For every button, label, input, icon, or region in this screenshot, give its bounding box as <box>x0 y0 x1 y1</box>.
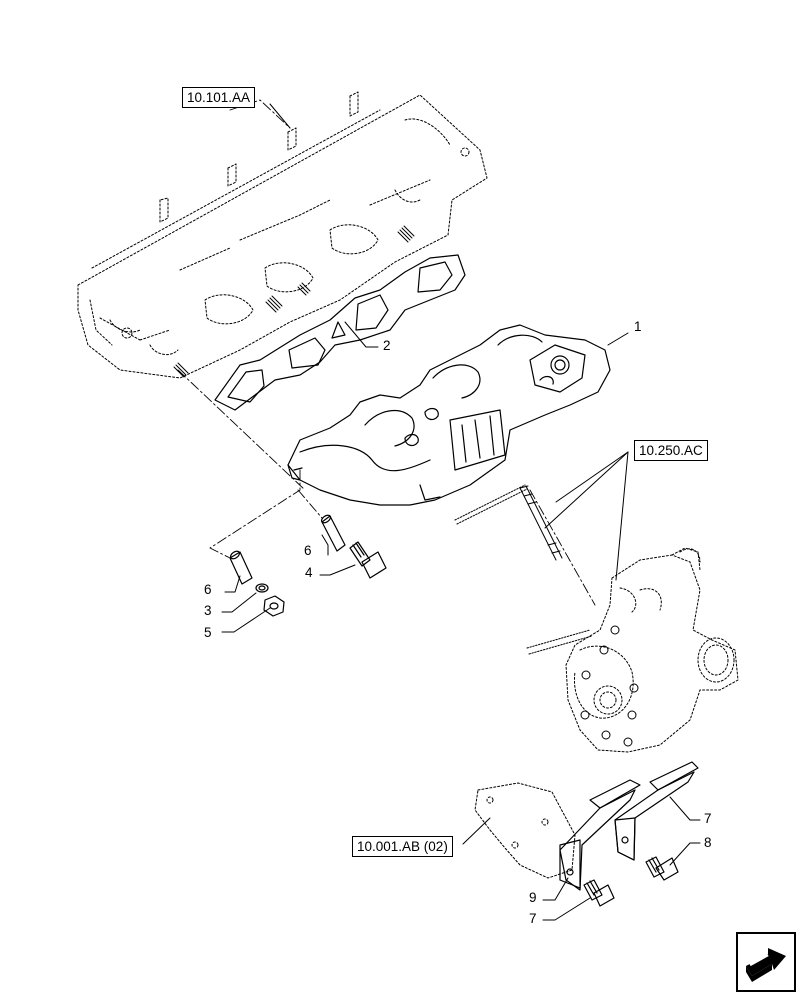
ref-cylinder-head[interactable]: 10.101.AA <box>182 87 256 108</box>
assembly-lines <box>177 99 596 606</box>
callout-1: 1 <box>634 319 642 334</box>
turbo-inlet-stud <box>526 629 593 655</box>
callout-7-right: 7 <box>704 811 712 826</box>
ref-turbocharger[interactable]: 10.250.AC <box>634 440 708 461</box>
turbo-bolts <box>580 625 639 747</box>
callout-4: 4 <box>305 565 313 580</box>
exhaust-gasket <box>214 254 466 411</box>
callout-6-lower: 6 <box>204 582 212 597</box>
support-bracket-right <box>614 761 699 861</box>
dowel-pin-lower <box>229 550 253 585</box>
callout-6-upper: 6 <box>304 543 312 558</box>
ref-bracket[interactable]: 10.001.AB (02) <box>352 836 453 857</box>
leader-lines <box>221 103 701 921</box>
next-page-arrow-icon <box>746 948 786 982</box>
flange-bolt <box>349 541 387 579</box>
support-bracket-left <box>559 779 641 891</box>
next-page-button[interactable] <box>736 932 796 992</box>
turbo-stud <box>454 484 563 561</box>
callout-3: 3 <box>204 603 212 618</box>
callout-9: 9 <box>529 890 537 905</box>
dowel-pin-upper <box>320 514 346 552</box>
callout-7-lower: 7 <box>529 911 537 926</box>
bracket-bolt-lower <box>583 879 615 907</box>
callout-5: 5 <box>204 625 212 640</box>
callout-2: 2 <box>383 338 391 353</box>
bracket-bolt-upper <box>645 856 679 881</box>
cylinder-head-phantom <box>77 91 488 379</box>
callout-8: 8 <box>704 835 712 850</box>
flange-nut <box>263 595 285 617</box>
stud-bolts <box>173 225 415 378</box>
exhaust-manifold <box>287 324 611 506</box>
washer <box>255 583 269 593</box>
turbocharger-phantom <box>565 547 739 753</box>
